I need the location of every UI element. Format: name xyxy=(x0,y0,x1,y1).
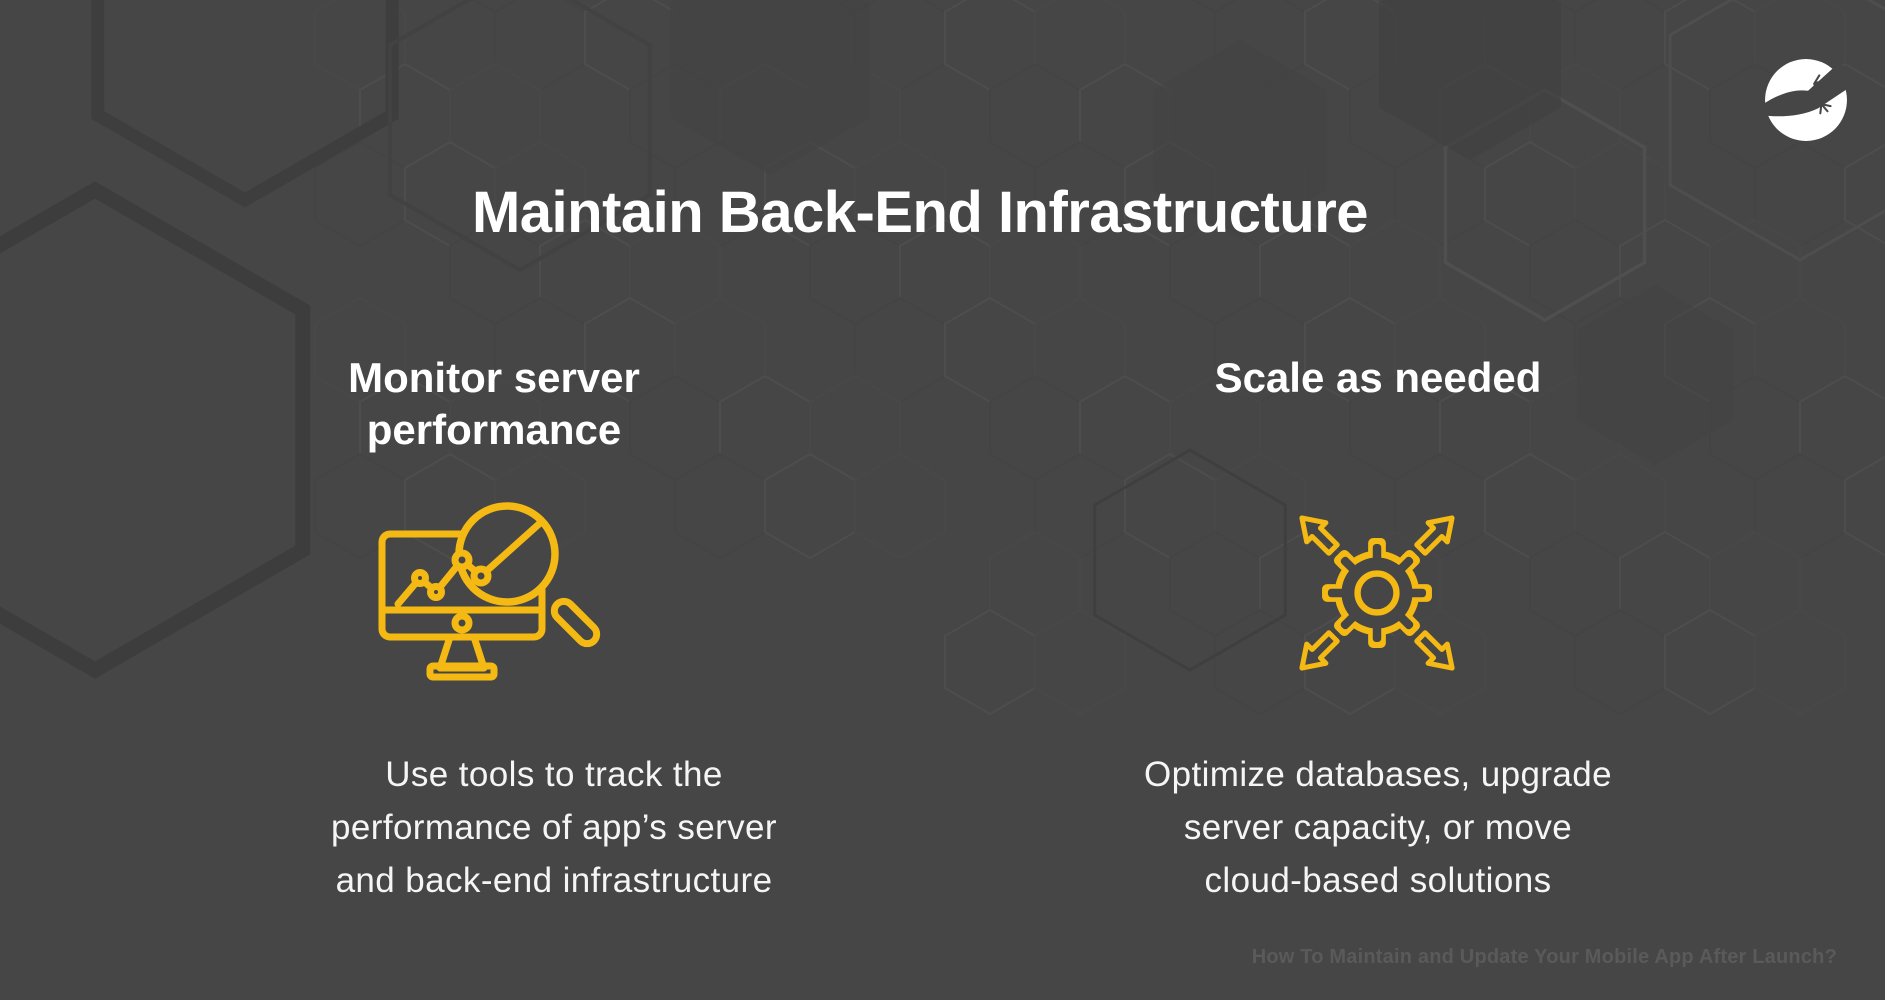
footer-caption: How To Maintain and Update Your Mobile A… xyxy=(1251,946,1837,968)
company-logo xyxy=(1763,56,1849,144)
column-body-scale-as-needed: Optimize databases, upgrade server capac… xyxy=(1143,755,1613,900)
gear-expand-arrows-icon xyxy=(1284,500,1470,686)
slide-title: Maintain Back-End Infrastructure xyxy=(471,180,1369,245)
column-body-monitor-server: Use tools to track the performance of ap… xyxy=(331,755,777,900)
monitor-analytics-magnifier-icon xyxy=(374,492,614,692)
column-heading-monitor-server: Monitor server performance xyxy=(348,354,640,453)
gecko-circle-logo-icon xyxy=(1763,59,1849,141)
column-heading-scale-as-needed: Scale as needed xyxy=(1214,354,1542,401)
